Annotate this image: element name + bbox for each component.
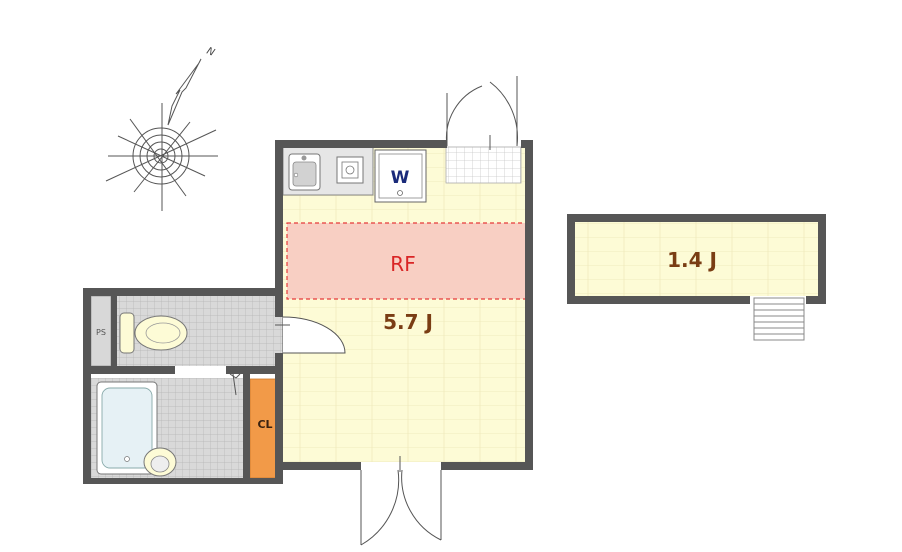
entrance-door-icon [445, 76, 518, 150]
wall [567, 214, 575, 304]
pipe-space-label: PS [96, 328, 106, 337]
wall [91, 366, 175, 374]
washer-space: W [374, 149, 427, 203]
entrance-grid [445, 146, 522, 184]
doors [229, 76, 518, 546]
wall [83, 288, 91, 484]
main-room: RF 5.7 J [282, 148, 531, 462]
stove-icon [336, 156, 364, 184]
stairs-icon [753, 297, 805, 341]
main-room-label: 5.7 J [383, 310, 433, 334]
wall [818, 214, 826, 304]
wall [281, 462, 361, 470]
north-arrow-icon [167, 58, 202, 126]
wall [441, 462, 533, 470]
wall [275, 140, 447, 148]
bath-block: PS CL [90, 295, 283, 479]
wall [275, 353, 283, 484]
toilet-icon [119, 312, 188, 354]
wall [111, 296, 117, 366]
compass-rays-icon [105, 103, 218, 211]
storage-room-floor [575, 222, 818, 296]
storage-room: 1.4 J [567, 214, 826, 341]
compass-north-label: N [205, 46, 217, 59]
wall [243, 374, 250, 480]
bathroom-door-icon [229, 373, 241, 396]
loft-label: RF [390, 252, 415, 276]
compass: N [105, 46, 218, 211]
storage-room-label: 1.4 J [667, 248, 717, 272]
wall [567, 296, 750, 304]
toilet-door-icon [275, 316, 346, 354]
washer-label: W [391, 168, 410, 188]
wall [83, 288, 283, 296]
wall [525, 140, 533, 470]
walls [83, 140, 533, 484]
bathtub-icon [96, 381, 158, 475]
wall [226, 366, 281, 374]
washbasin-icon [143, 447, 177, 477]
wall [83, 478, 281, 484]
wall [275, 297, 283, 317]
kitchen: W [282, 146, 522, 203]
closet-label: CL [257, 418, 272, 431]
balcony-door-icon [360, 456, 442, 546]
wall [806, 296, 826, 304]
wall [275, 140, 283, 297]
sink-icon [288, 153, 321, 191]
wall [567, 214, 826, 222]
